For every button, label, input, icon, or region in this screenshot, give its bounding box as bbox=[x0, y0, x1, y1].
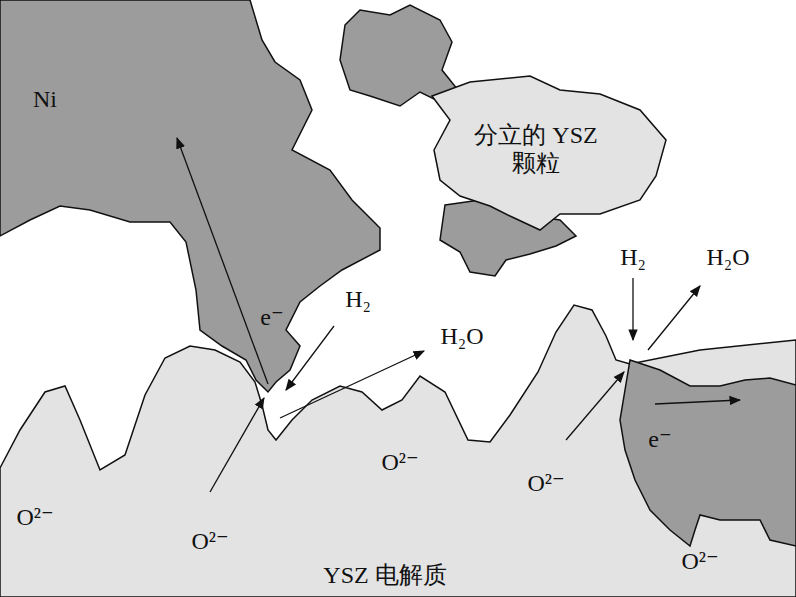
species-label: H₂O bbox=[706, 244, 749, 272]
species-label: e⁻ bbox=[648, 426, 671, 454]
species-label: H₂ bbox=[620, 244, 646, 272]
electrolyte-box: YSZ 电解质 bbox=[323, 562, 446, 590]
species-label: O²⁻ bbox=[527, 470, 564, 498]
electron-arrow bbox=[177, 138, 268, 384]
node-label: Ni bbox=[33, 86, 57, 114]
ysz-electrolyte bbox=[0, 305, 796, 597]
ni-particle bbox=[340, 5, 458, 106]
species-label: O²⁻ bbox=[381, 449, 418, 477]
h2o-arrow bbox=[280, 351, 424, 418]
node-label: YSZ 电解质 bbox=[323, 562, 446, 590]
species-label: H₂O bbox=[440, 323, 483, 351]
ysz-particle bbox=[432, 76, 666, 230]
species-label: e⁻ bbox=[260, 304, 283, 332]
oxygen-ion-arrow bbox=[566, 372, 624, 440]
species-label: H₂ bbox=[345, 286, 371, 314]
ni-particle bbox=[620, 360, 796, 546]
species-label: O²⁻ bbox=[16, 504, 53, 532]
oxygen-ion-arrow bbox=[210, 398, 264, 492]
ni-particle bbox=[0, 0, 380, 392]
electron-arrow bbox=[655, 400, 740, 404]
h2o-arrow bbox=[648, 286, 700, 350]
species-label: O²⁻ bbox=[681, 548, 718, 576]
ysz-particle-box: 分立的 YSZ 颗粒 bbox=[466, 122, 606, 177]
arrows bbox=[177, 138, 740, 492]
ni-box: Ni bbox=[33, 86, 57, 114]
h2-arrow bbox=[286, 326, 334, 390]
h2-arrow bbox=[632, 278, 633, 340]
species-label: O²⁻ bbox=[191, 528, 228, 556]
node-label: 分立的 YSZ 颗粒 bbox=[466, 122, 606, 177]
